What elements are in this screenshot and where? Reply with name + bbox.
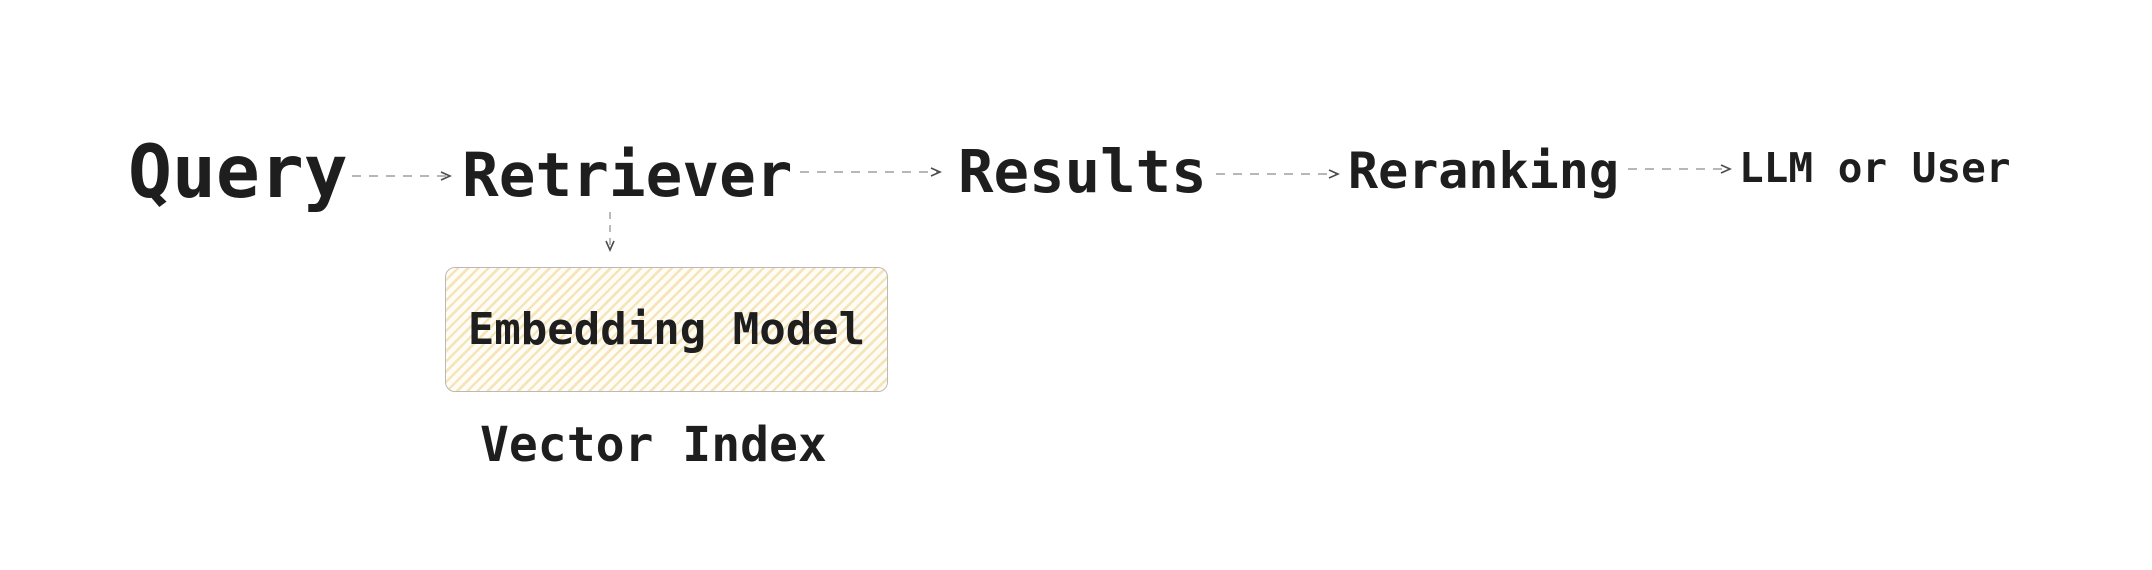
node-embedding-model-box: Embedding Model (445, 267, 888, 392)
node-llm-or-user: LLM or User (1739, 144, 2011, 192)
embedding-model-label: Embedding Model (467, 303, 866, 355)
node-results: Results (958, 137, 1207, 206)
node-reranking: Reranking (1348, 142, 1619, 200)
node-retriever: Retriever (462, 140, 793, 211)
node-vector-index: Vector Index (480, 417, 827, 473)
node-query: Query (128, 130, 348, 215)
